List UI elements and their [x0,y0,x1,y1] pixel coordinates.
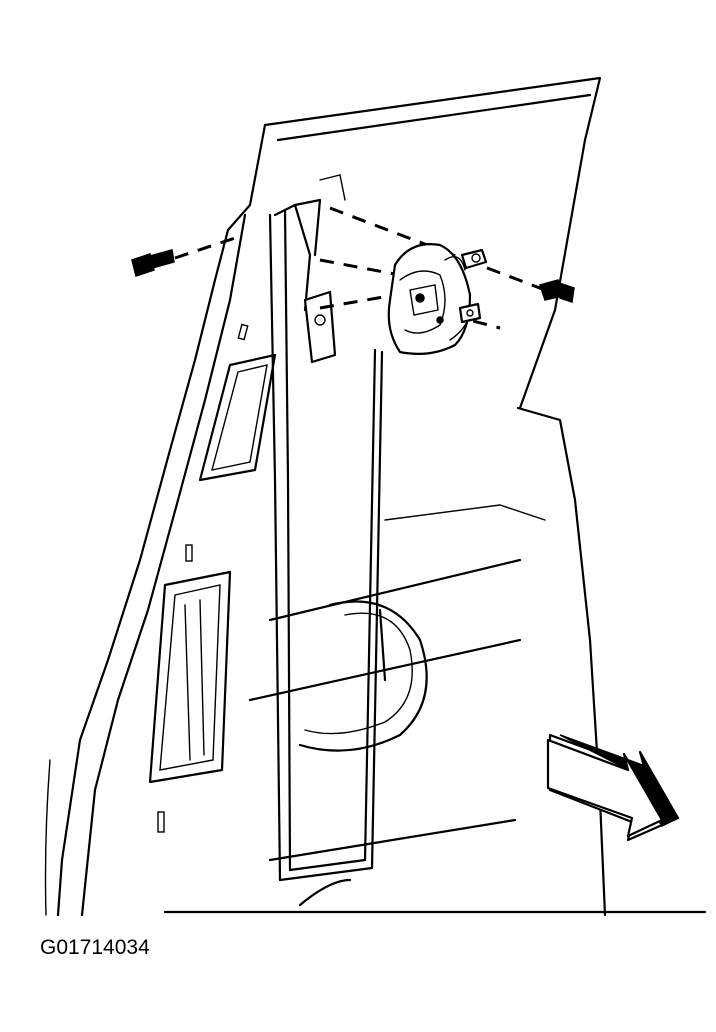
panel-slots [157,323,249,833]
upper-panel-opening [198,353,277,482]
lower-panel-opening [148,570,232,784]
door-frame [44,76,707,917]
latch-assembly [387,243,488,355]
front-arrow-icon [546,733,680,842]
left-bolt [131,249,175,277]
inner-panel [248,504,546,907]
right-bolt [539,279,575,303]
figure-code: G01714034 [40,936,150,959]
latch-bracket [303,290,337,364]
latch-cable [268,198,384,882]
